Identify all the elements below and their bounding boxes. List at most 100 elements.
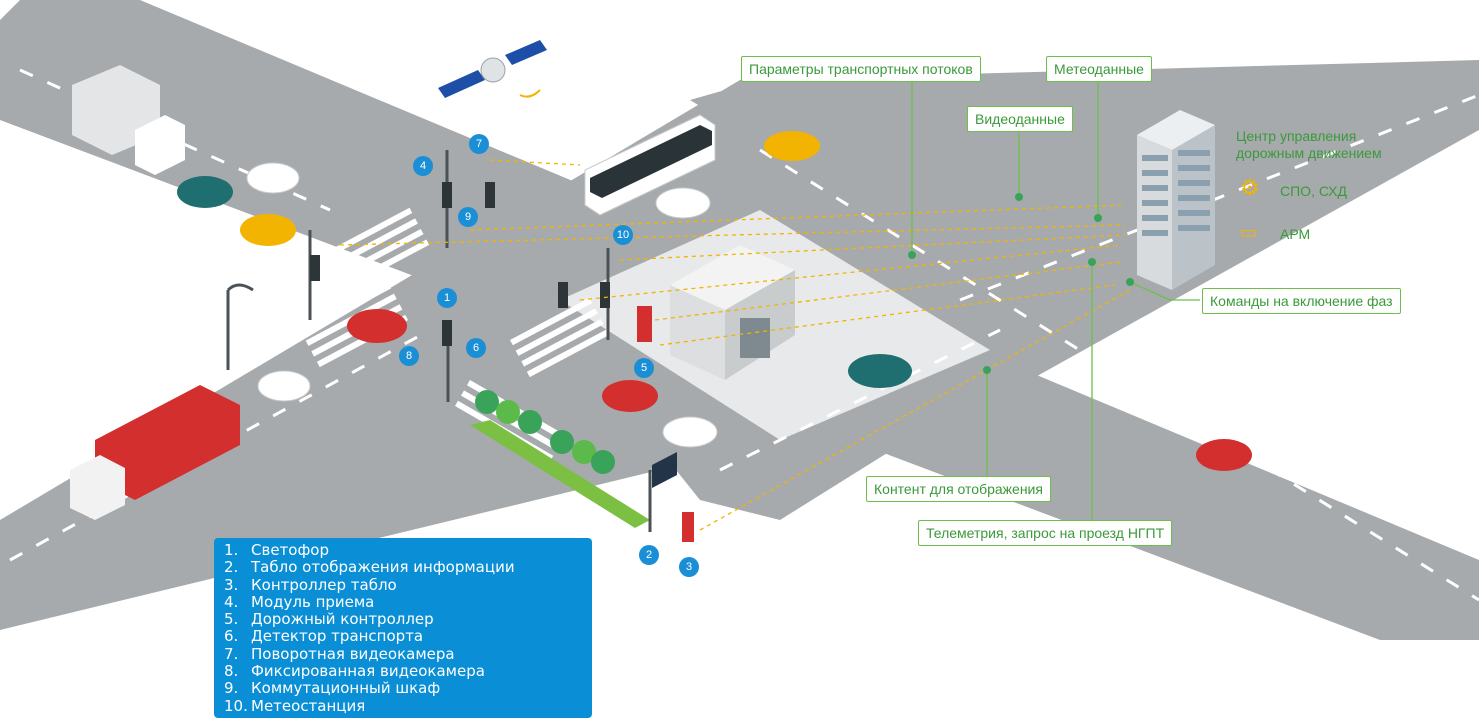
badge-10: 10 <box>613 225 633 245</box>
road-controller-cabinet <box>637 306 652 342</box>
badge-7: 7 <box>469 134 489 154</box>
truck-red <box>70 385 240 520</box>
legend-item: 2. Табло отображения информации <box>224 558 582 577</box>
lane-line-3 <box>9 328 431 562</box>
control-center-title-line1: Центр управления <box>1236 128 1357 144</box>
legend-number: 5. <box>224 610 239 629</box>
car-teal <box>848 354 912 388</box>
control-center-building <box>1137 110 1215 290</box>
legend-label: Табло отображения информации <box>251 558 515 577</box>
badge-5: 5 <box>634 358 654 378</box>
legend-item: 9. Коммутационный шкаф <box>224 679 582 698</box>
traffic-light <box>442 182 452 208</box>
legend-number: 1. <box>224 541 239 559</box>
badge-8: 8 <box>399 346 419 366</box>
traffic-light <box>600 282 610 308</box>
car-red <box>1196 439 1252 471</box>
gear-icon: ⚙ <box>1240 176 1260 201</box>
lane-line-5 <box>959 93 1479 302</box>
badge-4: 4 <box>413 156 433 176</box>
callout-lines <box>911 82 1200 520</box>
bus <box>584 114 716 216</box>
streetlight-arm <box>226 283 254 292</box>
legend-label: Фиксированная видеокамера <box>251 662 485 681</box>
legend-label: Светофор <box>251 541 329 559</box>
label-meteo: Метеоданные <box>1046 56 1152 82</box>
kiosk-window <box>740 318 770 358</box>
label-display-content: Контент для отображения <box>866 476 1051 502</box>
badge-6: 6 <box>466 338 486 358</box>
legend-label: Поворотная видеокамера <box>251 644 455 663</box>
legend-label: Коммутационный шкаф <box>251 679 441 698</box>
legend-item: 5. Дорожный контроллер <box>224 610 582 629</box>
legend-label: Детектор транспорта <box>251 627 424 646</box>
traffic-light <box>310 255 320 281</box>
legend-label: Дорожный контроллер <box>251 610 434 629</box>
legend-number: 9. <box>224 679 239 698</box>
control-center-title: Центр управления дорожным движением <box>1236 128 1382 162</box>
traffic-lights <box>310 182 610 346</box>
legend-item: 4. Модуль приема <box>224 592 582 611</box>
callout-line <box>1129 281 1200 301</box>
legend-item: 6. Детектор транспорта <box>224 627 582 646</box>
traffic-light <box>442 320 452 346</box>
truck-white <box>72 65 185 175</box>
kiosk-building <box>670 245 795 380</box>
legend-number: 7. <box>224 644 239 663</box>
legend-number: 10. <box>224 696 248 715</box>
building-side <box>1172 125 1215 290</box>
tree <box>496 400 520 424</box>
satellite-icon <box>438 40 547 98</box>
legend-label: Метеостанция <box>251 696 366 715</box>
legend-number: 6. <box>224 627 239 646</box>
car-yellow <box>764 131 820 161</box>
flow-line <box>579 244 1121 301</box>
car-red <box>602 380 658 412</box>
info-display-board <box>652 452 677 488</box>
building-windows <box>1142 150 1210 236</box>
traffic-light <box>558 282 568 308</box>
vehicles <box>70 65 1252 520</box>
kiosk-front <box>670 285 725 380</box>
legend-label: Модуль приема <box>251 592 375 611</box>
tree <box>518 410 542 434</box>
control-center-title-line2: дорожным движением <box>1236 145 1382 161</box>
label-video: Видеоданные <box>967 106 1073 132</box>
car-white <box>257 370 311 402</box>
crosswalk-east <box>509 297 610 378</box>
tree <box>550 430 574 454</box>
flow-line <box>699 289 1131 531</box>
legend-number: 8. <box>224 662 239 681</box>
median-strip <box>470 420 650 528</box>
lane-line-2 <box>759 148 1479 602</box>
board-controller-cabinet <box>682 512 694 542</box>
flow-line <box>654 261 1121 321</box>
car-red <box>347 309 407 343</box>
monitor-icon: ▭ <box>1240 222 1258 243</box>
car-white <box>662 416 718 448</box>
tree <box>591 450 615 474</box>
legend-number: 4. <box>224 592 239 611</box>
flow-line <box>339 224 1126 246</box>
lane-line-4 <box>719 328 1001 472</box>
legend-label: Контроллер табло <box>251 575 397 594</box>
building-roof <box>1137 110 1215 150</box>
legend-item: 10.Метеостанция <box>224 696 582 715</box>
label-phase-commands: Команды на включение фаз <box>1202 288 1401 314</box>
tree <box>475 390 499 414</box>
car-white <box>246 162 300 194</box>
service-arm-label: АРМ <box>1280 226 1311 242</box>
data-flow-lines <box>339 159 1131 531</box>
legend-number: 3. <box>224 575 239 594</box>
legend-item: 3. Контроллер табло <box>224 575 582 594</box>
label-telemetry: Телеметрия, запрос на проезд НГПТ <box>918 520 1173 546</box>
legend-number: 2. <box>224 558 239 577</box>
kiosk-roof <box>670 245 795 310</box>
flow-line <box>469 204 1126 231</box>
callout-dots <box>908 193 1134 374</box>
flow-line <box>489 159 581 166</box>
label-traffic-params: Параметры транспортных потоков <box>741 56 981 82</box>
traffic-light <box>485 182 495 208</box>
car-white <box>655 187 711 219</box>
